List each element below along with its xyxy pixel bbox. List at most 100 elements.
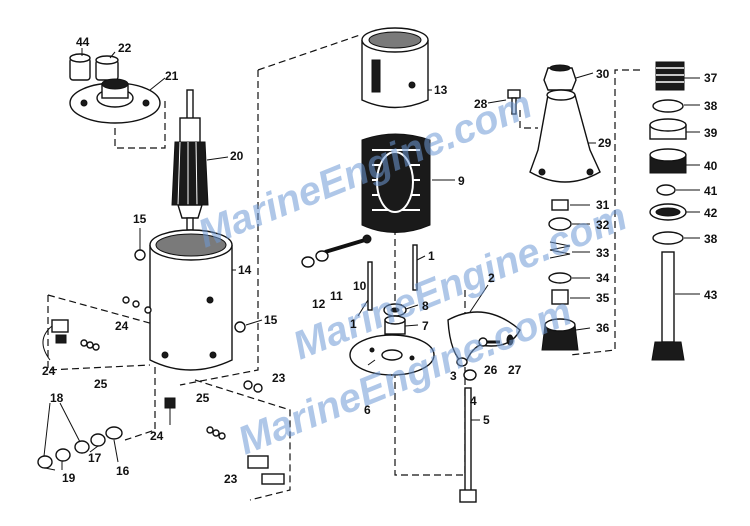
callout-27: 27	[508, 363, 522, 377]
part-7-bushing	[384, 315, 406, 335]
part-39-ring	[649, 118, 687, 140]
part-15-screw-top	[134, 228, 146, 261]
callout-18: 18	[50, 391, 64, 405]
callout-25: 25	[196, 391, 210, 405]
callout-14: 14	[238, 263, 252, 277]
callout-44: 44	[76, 35, 90, 49]
callout-1: 1	[350, 317, 357, 331]
callout-3: 3	[450, 369, 457, 383]
callout-8: 8	[422, 299, 429, 313]
callout-28: 28	[474, 97, 488, 111]
callout-38: 38	[704, 232, 718, 246]
part-4-nut	[463, 369, 477, 381]
callout-6: 6	[364, 403, 371, 417]
part-10-bolt	[324, 234, 372, 254]
part-34-washer	[548, 272, 572, 284]
callout-11: 11	[330, 289, 343, 303]
callout-38: 38	[704, 99, 718, 113]
part-15-screw-side	[234, 319, 263, 333]
callout-22: 22	[118, 41, 132, 55]
callout-39: 39	[704, 126, 718, 140]
callout-23: 23	[272, 371, 286, 385]
part-40-collar	[649, 148, 687, 174]
part-28-screw	[507, 89, 521, 115]
callout-34: 34	[596, 271, 610, 285]
callout-7: 7	[422, 319, 429, 333]
part-14-housing	[149, 229, 233, 371]
part-25-spring-lower	[206, 426, 226, 440]
part-24-washers	[122, 296, 152, 314]
callout-2: 2	[488, 271, 495, 285]
part-3-washer	[456, 357, 468, 367]
callout-26: 26	[484, 363, 498, 377]
part-8-washer	[383, 303, 407, 317]
callout-21: 21	[165, 69, 179, 83]
part-6-end-plate	[349, 334, 435, 376]
washer-stack-16-19	[37, 426, 123, 469]
part-38-washer-top	[652, 99, 684, 113]
part-42-ring	[649, 203, 687, 221]
part-24-brush-lower	[164, 397, 176, 425]
callout-24: 24	[42, 364, 56, 378]
callout-30: 30	[596, 67, 610, 81]
callout-36: 36	[596, 321, 610, 335]
callout-41: 41	[704, 184, 718, 198]
part-11-washer	[315, 250, 329, 262]
callout-9: 9	[458, 174, 465, 188]
part-21-end-cap	[69, 78, 161, 124]
part-37-spring	[655, 61, 685, 91]
part-1-pin-a	[367, 261, 373, 311]
part-13-pole-shoe	[361, 27, 429, 109]
callout-1: 1	[428, 249, 435, 263]
callout-40: 40	[704, 159, 718, 173]
part-33-spring	[549, 241, 571, 259]
callout-42: 42	[704, 206, 718, 220]
callout-5: 5	[483, 413, 490, 427]
callout-23: 23	[224, 472, 238, 486]
callout-33: 33	[596, 246, 610, 260]
part-12-washer	[301, 256, 315, 268]
callout-13: 13	[434, 83, 448, 97]
callout-24: 24	[115, 319, 129, 333]
callout-43: 43	[704, 288, 718, 302]
callout-25: 25	[94, 377, 108, 391]
part-9-field-coil	[361, 133, 431, 233]
part-32-collar	[548, 217, 572, 231]
callout-10: 10	[353, 279, 367, 293]
callout-12: 12	[312, 297, 326, 311]
callout-17: 17	[88, 451, 102, 465]
part-44-bushing	[69, 53, 91, 81]
part-41-bushing	[656, 184, 676, 196]
callout-19: 19	[62, 471, 76, 485]
part-36-pinion	[541, 318, 579, 351]
part-38-washer-bottom	[652, 231, 684, 245]
leader-lines	[43, 48, 700, 471]
callout-37: 37	[704, 71, 718, 85]
callout-24: 24	[150, 429, 164, 443]
part-1-pin-b	[412, 244, 418, 291]
callout-15: 15	[133, 212, 147, 226]
callout-20: 20	[230, 149, 244, 163]
part-22-bushing	[95, 55, 119, 81]
part-35-sleeve	[551, 289, 569, 305]
part-30-nut	[543, 64, 577, 91]
callout-31: 31	[596, 198, 610, 212]
part-29-drive-housing	[529, 89, 601, 183]
part-27-lock	[506, 334, 514, 346]
callout-15: 15	[264, 313, 278, 327]
callout-32: 32	[596, 218, 610, 232]
callout-16: 16	[116, 464, 130, 478]
part-20-armature	[171, 89, 209, 231]
callout-4: 4	[470, 394, 477, 408]
callout-29: 29	[598, 136, 612, 150]
part-25-spring-left	[80, 339, 100, 351]
part-26-screw	[478, 337, 500, 347]
part-31-bushing	[551, 199, 569, 211]
callout-numbers: 44 22 21 20 15 14 15 24 24 25 25 23 23 2…	[42, 35, 718, 486]
part-5-through-bolt	[459, 387, 477, 503]
callout-35: 35	[596, 291, 610, 305]
part-24-brush-left	[42, 319, 69, 361]
part-43-shaft	[651, 251, 685, 361]
